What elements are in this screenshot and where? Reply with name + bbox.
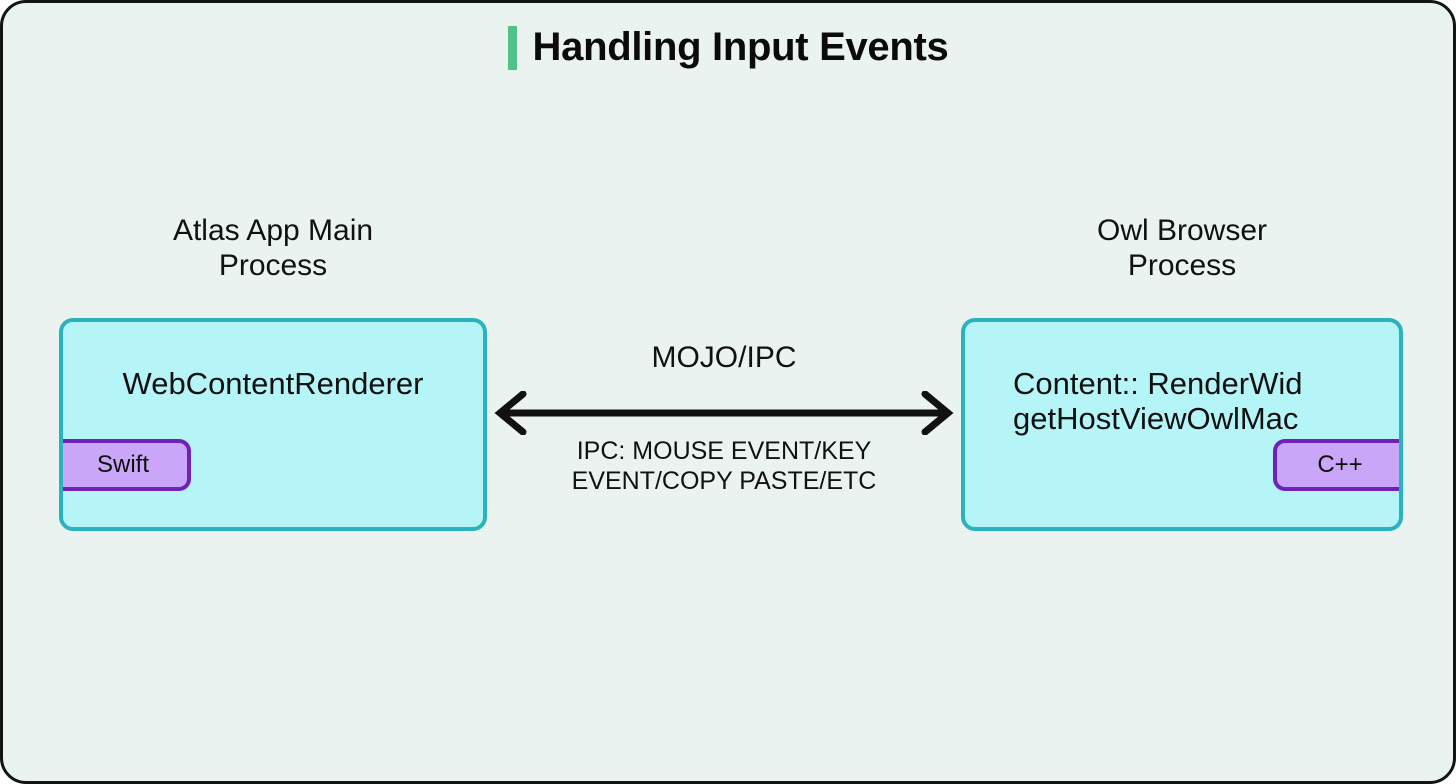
page-title-text: Handling Input Events [532,25,949,69]
process-box-title-renderwidgethostviewowlmac: Content:: RenderWid getHostViewOwlMac [1013,366,1303,436]
language-badge-swift: Swift [63,439,191,491]
process-heading-atlas-app-main-process: Atlas App Main Process [172,214,374,282]
process-box-atlas-app-main-process: WebContentRenderer Swift [59,318,487,531]
language-badge-cpp: C++ [1273,439,1399,491]
title-accent-bar [507,25,517,70]
process-box-title-webcontentrenderer: WebContentRenderer [122,366,424,401]
page-title: Handling Input Events [3,25,1453,70]
connector-top-label: MOJO/IPC [651,341,797,374]
ipc-connector: MOJO/IPC IPC: MOUSE EVENT/KEY EVENT/COPY… [487,333,961,513]
bidirectional-arrow-icon [494,391,954,435]
connector-bottom-label: IPC: MOUSE EVENT/KEY EVENT/COPY PASTE/ET… [571,437,877,495]
process-heading-owl-browser-process: Owl Browser Process [1096,214,1268,282]
process-box-owl-browser-process: Content:: RenderWid getHostViewOwlMac C+… [961,318,1403,531]
